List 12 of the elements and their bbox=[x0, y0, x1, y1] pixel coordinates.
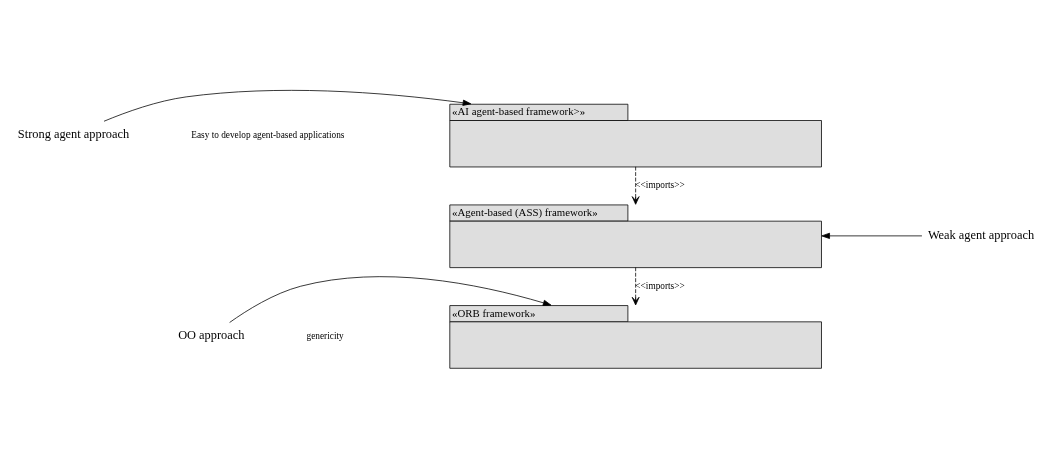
node-text: Weak agent approach bbox=[927, 227, 1035, 242]
arrow bbox=[229, 276, 552, 323]
edge-label: <<imports>> bbox=[635, 280, 685, 291]
edge-label: <<imports>> bbox=[635, 179, 685, 190]
arrow bbox=[631, 267, 640, 306]
arrow bbox=[631, 166, 640, 205]
arrow bbox=[821, 232, 923, 239]
arrow bbox=[103, 90, 472, 122]
node-text: OO approach bbox=[178, 328, 245, 343]
label: Easy to develop agent-based applications bbox=[191, 129, 345, 140]
label: genericity bbox=[306, 330, 344, 341]
node-text: Strong agent approach bbox=[17, 127, 130, 142]
